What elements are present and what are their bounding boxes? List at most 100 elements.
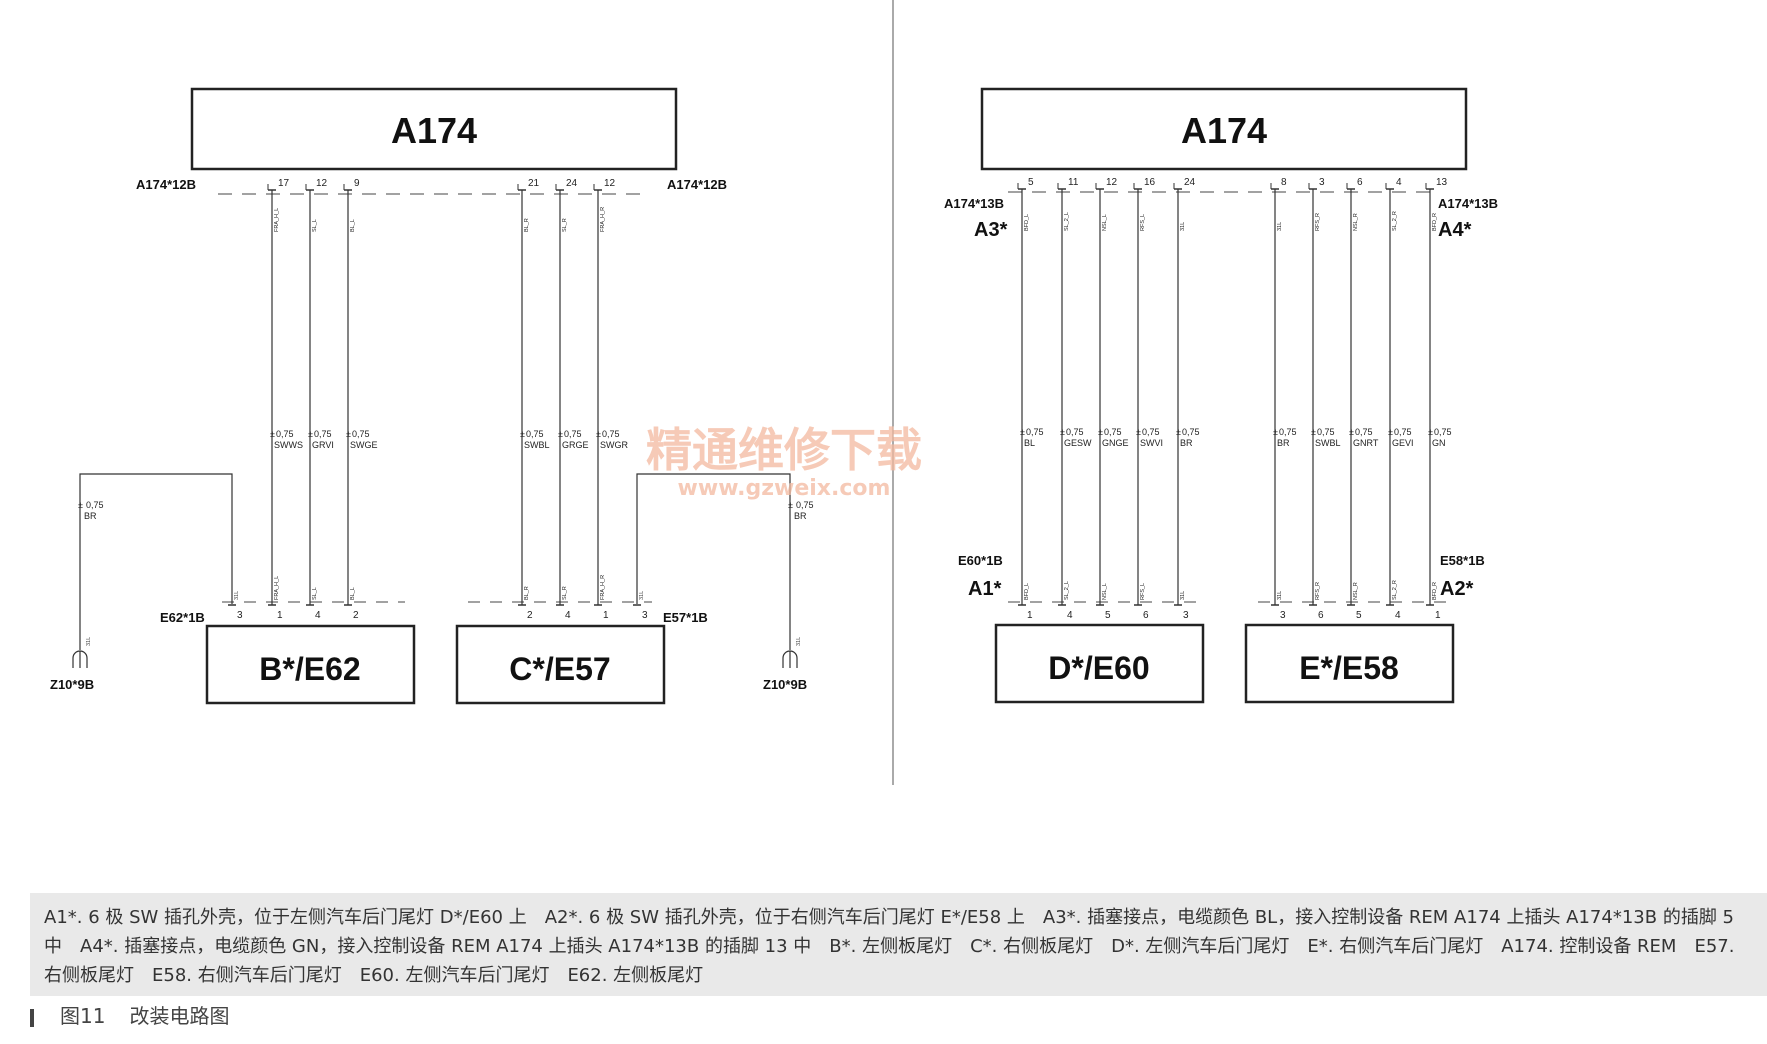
figure-bar xyxy=(30,1008,34,1027)
pin-number: 1 xyxy=(1027,610,1033,621)
wire-size: 0,75 xyxy=(1104,427,1122,437)
ground-wire-color: BR xyxy=(84,511,97,521)
wire-signal: FRA_H_R xyxy=(600,575,606,600)
figure-caption: A1*. 6 极 SW 插孔外壳，位于左侧汽车后门尾灯 D*/E60 上 A2*… xyxy=(30,893,1767,996)
pin-number: 12 xyxy=(316,178,328,189)
connector-label-a2: A2* xyxy=(1440,578,1474,600)
module-e57: C*/E57 xyxy=(455,624,666,705)
wire-size: 0,75 xyxy=(276,429,294,439)
ground-label-right: Z10*9B xyxy=(763,677,807,692)
wire-color: SWBL xyxy=(524,440,550,450)
wire-signal: SL_L xyxy=(312,219,318,232)
wire-signal: FRA_H_L xyxy=(274,208,280,232)
wire-signal: SL_2_R xyxy=(1392,211,1398,231)
pin-number: 24 xyxy=(1184,177,1196,188)
ground-wire-color: BR xyxy=(794,511,807,521)
wire-color: GRVI xyxy=(312,440,334,450)
wire-signal: FRA_H_R xyxy=(600,207,606,232)
wire-color: GN xyxy=(1432,438,1446,448)
connector-label-a174-12b-left: A174*12B xyxy=(136,177,196,192)
pin-number: 5 xyxy=(1105,610,1111,621)
ground-wire-signal: 31L xyxy=(234,591,240,600)
pin-number: 4 xyxy=(565,610,571,621)
wire-signal: RFS_L xyxy=(1140,583,1146,600)
wire-signal: BFD_R xyxy=(1432,582,1438,600)
connector-label-a174-13b-left: A174*13B xyxy=(944,196,1004,211)
module-e60: D*/E60 xyxy=(994,623,1205,704)
module-label: A174 xyxy=(1181,110,1267,151)
wire-color: SWGE xyxy=(350,440,378,450)
ground-wire-size: 0,75 xyxy=(86,500,104,510)
wire-size: 0,75 xyxy=(1026,427,1044,437)
wire-signal: BL_R xyxy=(524,218,530,232)
wire-signal: 31L xyxy=(1180,591,1186,600)
wire-color: SWVI xyxy=(1140,438,1163,448)
wire-mark: ± xyxy=(1428,427,1433,437)
ground-wire-signal: 31L xyxy=(639,591,645,600)
wire-mark: ± xyxy=(520,429,525,439)
wire-mark: ± xyxy=(78,500,83,510)
wire-signal: 31L xyxy=(1277,222,1283,231)
module-label: A174 xyxy=(391,110,477,151)
wire-signal: BFD_L xyxy=(1024,214,1030,231)
module-label: B*/E62 xyxy=(259,651,360,687)
pin-number: 8 xyxy=(1281,177,1287,188)
wire-signal: SL_2_L xyxy=(1064,581,1070,600)
wire-mark: ± xyxy=(308,429,313,439)
wire-signal: RFS_L xyxy=(1140,214,1146,231)
wire-color: SWGR xyxy=(600,440,628,450)
wire-size: 0,75 xyxy=(602,429,620,439)
pin-number: 6 xyxy=(1143,610,1149,621)
connector-label-a3: A3* xyxy=(974,219,1008,241)
ground-wire-signal: 31L xyxy=(796,637,802,646)
pin-number: 1 xyxy=(603,610,609,621)
wire-mark: ± xyxy=(1349,427,1354,437)
ground-wire-right xyxy=(636,473,791,650)
wire-color: BR xyxy=(1180,438,1193,448)
wire-size: 0,75 xyxy=(1279,427,1297,437)
wire-signal: 31L xyxy=(1277,591,1283,600)
pin-number: 3 xyxy=(237,610,243,621)
connector-label-e60-1b: E60*1B xyxy=(958,553,1003,568)
wire-size: 0,75 xyxy=(526,429,544,439)
wire-size: 0,75 xyxy=(314,429,332,439)
connector-label-a4: A4* xyxy=(1438,219,1472,241)
wire-color: GRGE xyxy=(562,440,589,450)
pin-number: 9 xyxy=(354,178,360,189)
module-label: E*/E58 xyxy=(1299,650,1399,686)
module-e62: B*/E62 xyxy=(205,624,416,705)
wire-mark: ± xyxy=(1136,427,1141,437)
wire-signal: NSL_R xyxy=(1353,213,1359,231)
wires-layer: 171FRA_H_LFRA_H_L±0,75SWWS124SL_LSL_L±0,… xyxy=(267,177,1452,621)
wire-signal: RFS_R xyxy=(1315,582,1321,600)
wire-mark: ± xyxy=(1098,427,1103,437)
pin-number: 3 xyxy=(1183,610,1189,621)
connector-label-a174-12b-right: A174*12B xyxy=(667,177,727,192)
wire-signal: NSL_L xyxy=(1102,583,1108,600)
wire-size: 0,75 xyxy=(1434,427,1452,437)
pin-number: 13 xyxy=(1436,177,1448,188)
wire-color: BL xyxy=(1024,438,1035,448)
wire-signal: SL_L xyxy=(312,587,318,600)
ground-wire-signal: 31L xyxy=(86,637,92,646)
wire-mark: ± xyxy=(346,429,351,439)
watermark-title: 精通维修下载 xyxy=(646,423,922,477)
wire-signal: BFD_L xyxy=(1024,583,1030,600)
pin-number: 5 xyxy=(1028,177,1034,188)
module-a174-right: A174 xyxy=(980,87,1468,171)
pin-number: 11 xyxy=(1068,177,1079,188)
wire-size: 0,75 xyxy=(352,429,370,439)
wire-color: SWWS xyxy=(274,440,303,450)
module-label: C*/E57 xyxy=(509,651,610,687)
pin-number: 4 xyxy=(315,610,321,621)
watermark: 精通维修下载 www.gzweix.com xyxy=(646,423,922,501)
module-label: D*/E60 xyxy=(1048,650,1149,686)
wire-signal: FRA_H_L xyxy=(274,576,280,600)
wire-mark: ± xyxy=(270,429,275,439)
pin-number: 3 xyxy=(1280,610,1286,621)
wire-mark: ± xyxy=(596,429,601,439)
pin-number: 6 xyxy=(1357,177,1363,188)
connector-label-e57-1b: E57*1B xyxy=(663,610,708,625)
figure-title: 改装电路图 xyxy=(129,1004,230,1028)
